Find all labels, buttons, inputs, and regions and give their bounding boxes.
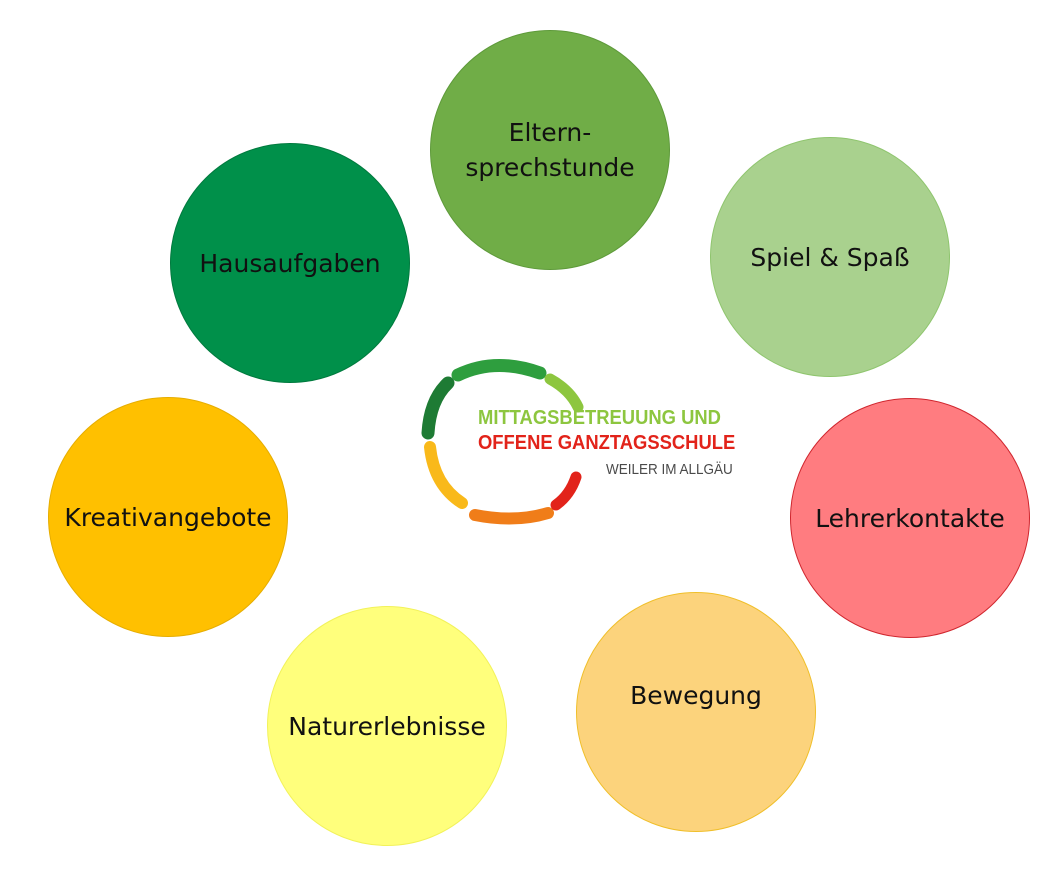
circle-label: Kreativangebote xyxy=(64,502,272,532)
logo-subtitle: WEILER IM ALLGÄU xyxy=(606,461,733,478)
circle-label: Hausaufgaben xyxy=(199,248,381,278)
circle-label: Bewegung xyxy=(630,680,762,710)
circle-label: Eltern- sprechstunde xyxy=(465,118,635,182)
circle-hausaufgaben: Hausaufgaben xyxy=(170,143,410,383)
circle-label: Spiel & Spaß xyxy=(750,242,910,272)
logo-title-line2: OFFENE GANZTAGSSCHULE xyxy=(478,432,736,454)
circle-naturerlebnisse: Naturerlebnisse xyxy=(267,606,507,846)
circle-kreativangebote: Kreativangebote xyxy=(48,397,288,637)
logo-ring-icon xyxy=(421,359,584,525)
circle-spiel-und-spass: Spiel & Spaß xyxy=(710,137,950,377)
logo-text: MITTAGSBETREUUNG UND OFFENE GANZTAGSSCHU… xyxy=(478,407,758,478)
logo: MITTAGSBETREUUNG UND OFFENE GANZTAGSSCHU… xyxy=(420,355,750,530)
circle-label: Lehrerkontakte xyxy=(815,503,1005,533)
logo-title-line1: MITTAGSBETREUUNG UND xyxy=(478,407,721,429)
circle-bewegung: Bewegung xyxy=(576,592,816,832)
circle-label: Naturerlebnisse xyxy=(288,711,486,741)
circle-elternsprechstunde: Eltern- sprechstunde xyxy=(430,30,670,270)
circle-lehrerkontakte: Lehrerkontakte xyxy=(790,398,1030,638)
